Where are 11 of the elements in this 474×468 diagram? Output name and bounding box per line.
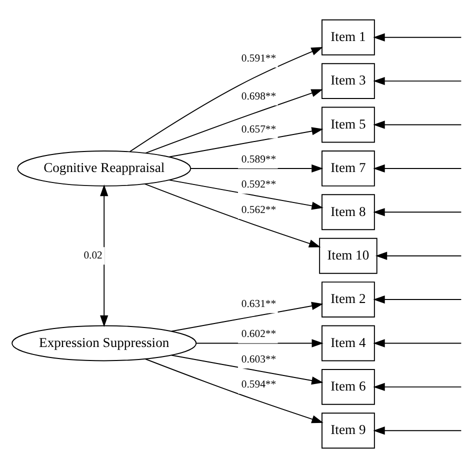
edge-label: 0.631** bbox=[241, 298, 276, 310]
edge-label: 0.602** bbox=[241, 328, 276, 340]
edge-label: 0.589** bbox=[241, 153, 276, 166]
edge-label: 0.562** bbox=[241, 204, 276, 216]
edge-label: 0.698** bbox=[241, 90, 276, 102]
edge-label: 0.657** bbox=[241, 123, 276, 136]
edge-label: 0.02 bbox=[84, 250, 102, 262]
edge-label: 0.592** bbox=[241, 178, 276, 191]
edge-label: 0.594** bbox=[241, 378, 276, 391]
edge-label: 0.591** bbox=[241, 52, 276, 64]
edge-label: 0.603** bbox=[241, 353, 276, 366]
